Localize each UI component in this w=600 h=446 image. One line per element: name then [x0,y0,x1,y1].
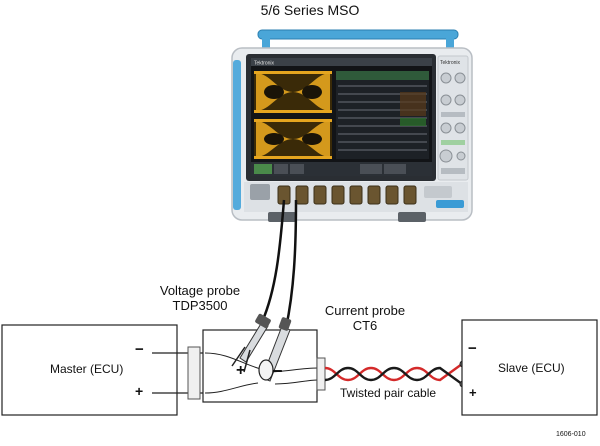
slave-ecu-box [461,319,598,416]
voltage-probe-name: Voltage probe [159,283,241,298]
screen-brand: Tektronix [254,61,275,67]
current-probe-model: CT6 [352,318,378,333]
front-panel-controls: Tektronix [437,55,469,181]
twisted-wire-b [324,366,463,385]
eye-diagram-upper [254,71,332,113]
twisted-wire-a [324,363,463,382]
voltage-probe-cable [260,199,286,323]
scope-handle-arm-left [262,36,270,52]
scope-handle [257,29,459,40]
master-ecu-label: Master (ECU) [50,362,124,376]
voltage-probe-model: TDP3500 [172,298,228,313]
master-minus-sign: − [135,341,144,358]
voltage-probe-label: Voltage probe TDP3500 [150,283,250,313]
scope-handle-arm-right [446,36,454,52]
voltage-probe [231,313,271,373]
current-probe-name: Current probe [324,303,406,318]
master-plus-sign: + [135,383,144,399]
oscilloscope: Tektronix [231,29,473,222]
document-id: 1606-010 [556,431,586,438]
junction-plus-sign: + [236,362,246,379]
current-probe [258,317,292,382]
twisted-pair-cable [324,363,463,385]
slave-minus-sign: − [468,340,477,357]
panel-brand: Tektronix [440,60,461,66]
slave-plus-sign: + [469,385,477,400]
master-ecu-box [1,324,178,416]
master-connector [187,346,201,400]
current-probe-label: Current probe CT6 [315,303,415,333]
scope-side-vent [233,60,241,210]
twisted-pair-label: Twisted pair cable [340,386,437,400]
probe-cables [260,199,298,329]
slave-ecu-label: Slave (ECU) [498,361,565,375]
cable-connector [316,357,326,391]
screen-result-table [336,71,429,159]
screen-menu-bar [251,58,432,66]
eye-diagram-lower [254,119,332,159]
diagram-title: 5/6 Series MSO [260,2,360,18]
channel-inputs [277,185,417,205]
junction-minus-sign: − [272,361,283,381]
current-probe-cable [284,199,298,329]
scope-foot-right [398,212,426,222]
